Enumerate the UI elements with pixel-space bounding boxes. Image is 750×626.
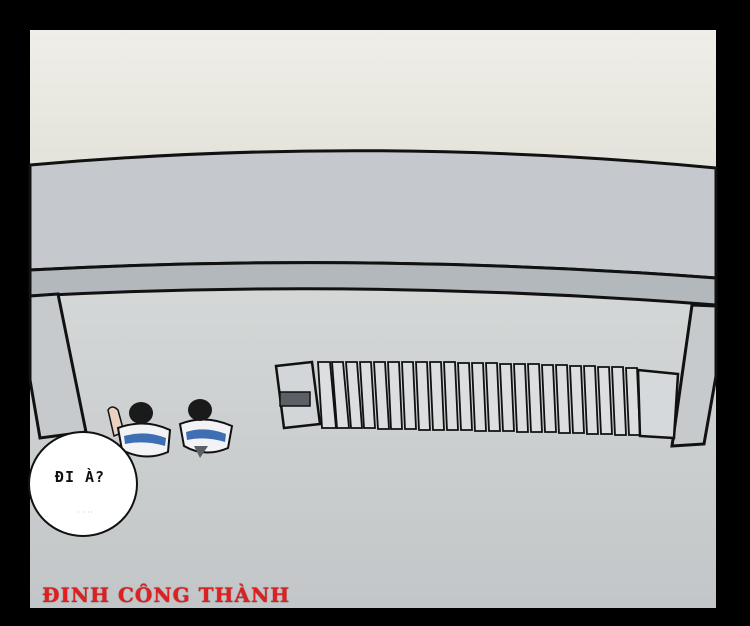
speech-bubble-subtext: · · ··	[77, 508, 93, 517]
watermark-text: ĐINH CÔNG THÀNH	[42, 583, 291, 607]
overhead-beam	[28, 149, 718, 280]
gate-end-post	[636, 368, 680, 440]
speech-bubble	[28, 431, 138, 537]
gate-icon	[317, 361, 641, 436]
guard-booth-icon	[274, 360, 322, 430]
student-icon	[178, 399, 234, 458]
speech-bubble-text: ĐI À?	[54, 468, 106, 486]
waving-student-icon	[107, 402, 172, 458]
